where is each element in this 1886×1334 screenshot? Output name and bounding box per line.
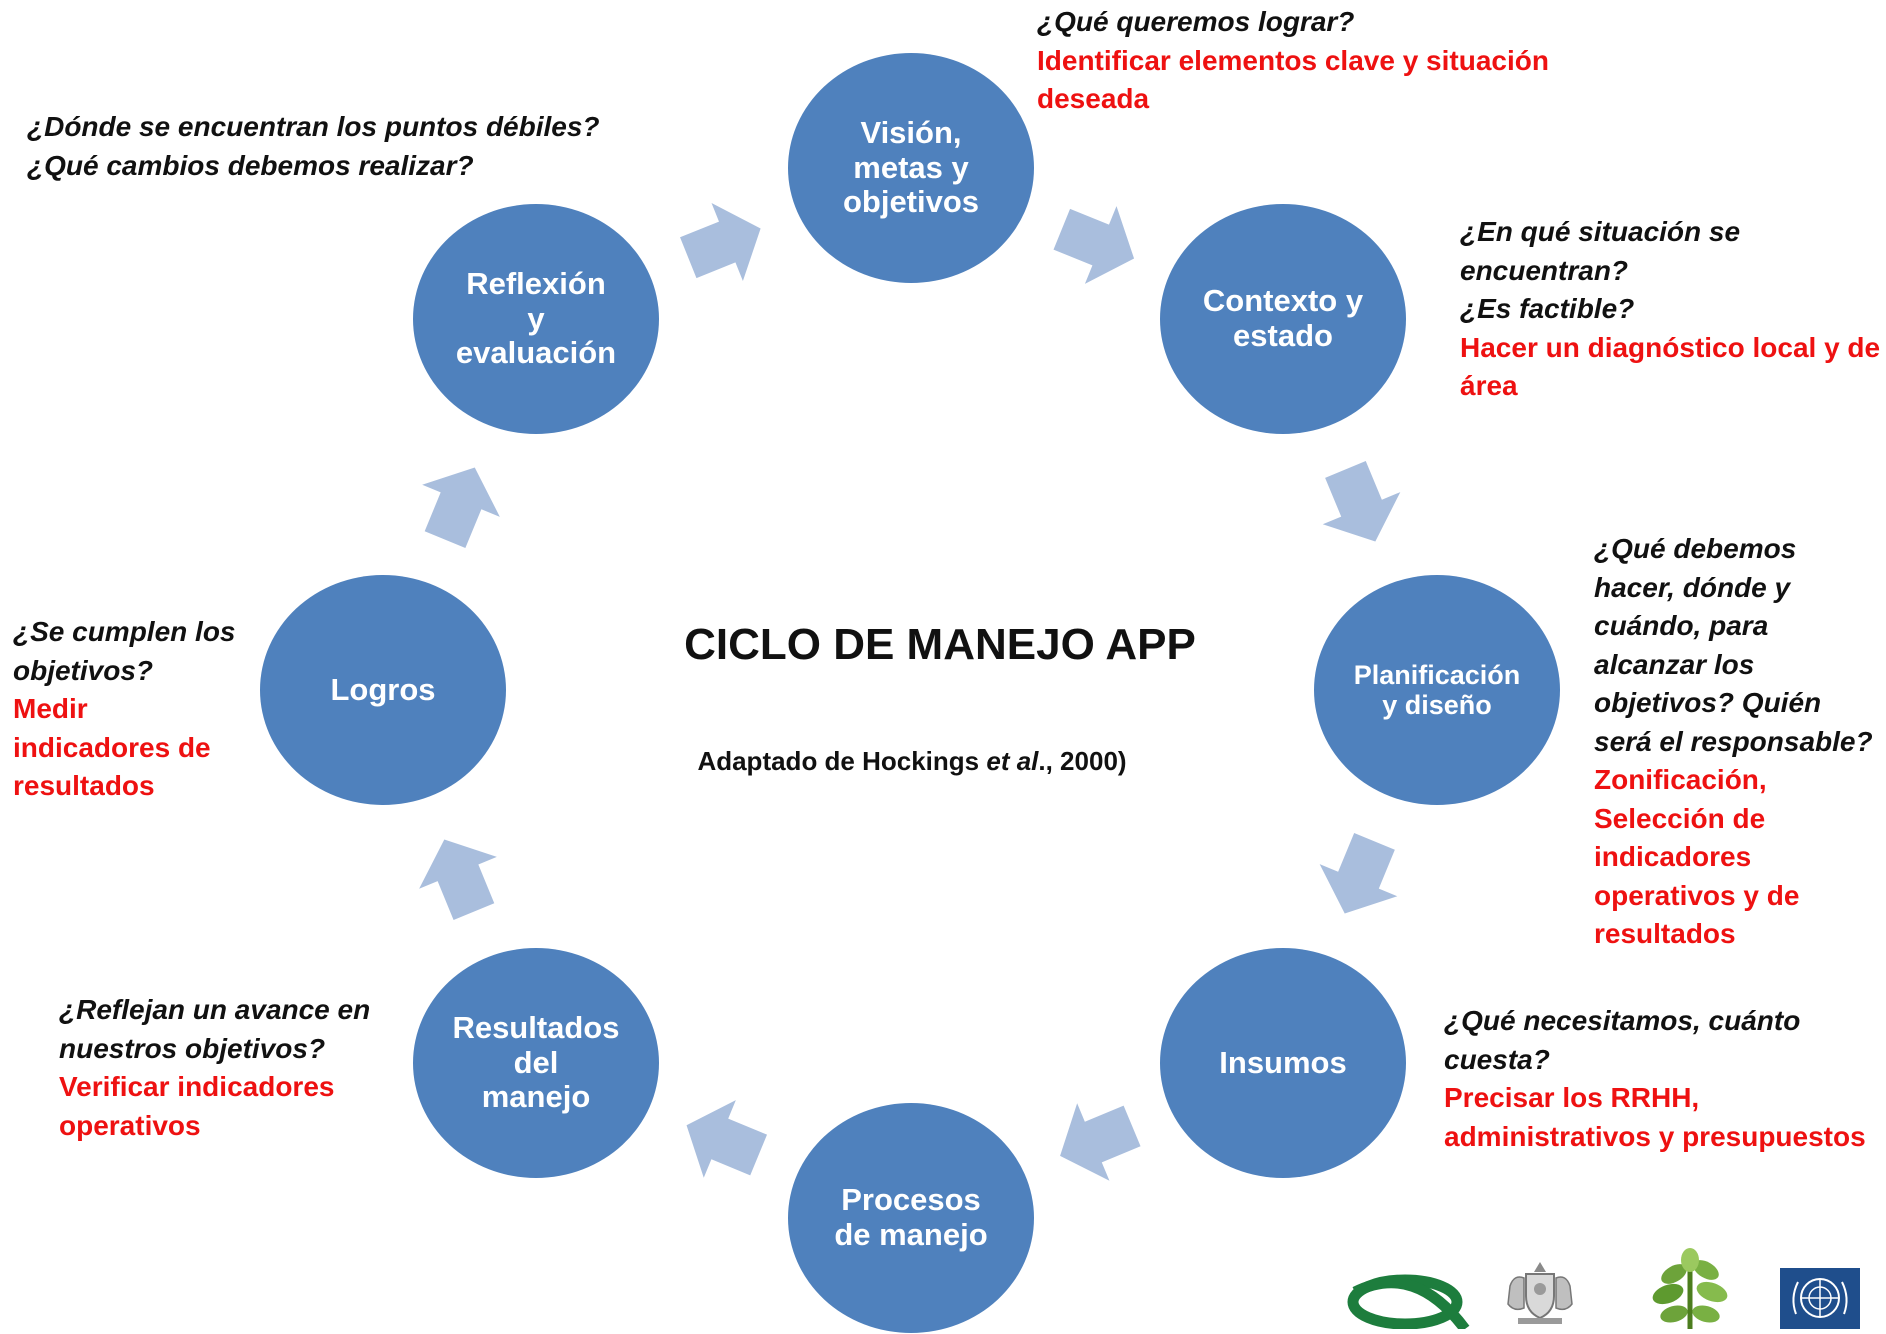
- note-insumos: ¿Qué necesitamos, cuánto cuesta? Precisa…: [1444, 1002, 1884, 1156]
- cycle-arrow-planificacion-to-insumos: [1319, 832, 1398, 914]
- note-resultados: ¿Reflejan un avance en nuestros objetivo…: [59, 991, 399, 1145]
- note-vision: ¿Qué queremos lograr? Identificar elemen…: [1037, 3, 1597, 119]
- note-question: ¿Qué queremos lograr?: [1037, 6, 1355, 37]
- cycle-arrow-logros-to-reflexion: [422, 467, 500, 549]
- note-contexto: ¿En qué situación se encuentran? ¿Es fac…: [1460, 213, 1882, 406]
- subtitle-text: Adaptado de Hockings: [697, 746, 987, 776]
- note-question: ¿Reflejan un avance en nuestros objetivo…: [59, 994, 371, 1064]
- note-answer: Precisar los RRHH, administrativos y pre…: [1444, 1082, 1866, 1152]
- node-vision: Visión, metas y objetivos: [788, 53, 1034, 283]
- green-ring-logo: [1345, 1268, 1495, 1333]
- cycle-arrow-insumos-to-procesos: [1060, 1103, 1141, 1181]
- node-insumos: Insumos: [1160, 948, 1406, 1178]
- node-logros: Logros: [260, 575, 506, 805]
- coat-of-arms-logo: [1502, 1256, 1578, 1326]
- note-question: ¿Dónde se encuentran los puntos débiles?…: [27, 111, 600, 181]
- node-label: Resultados del manejo: [452, 1009, 620, 1115]
- node-label: Visión, metas y objetivos: [842, 114, 980, 220]
- node-procesos: Procesos de manejo: [788, 1103, 1034, 1333]
- subtitle-text-end: ., 2000): [1038, 746, 1127, 776]
- node-label: Logros: [330, 671, 436, 707]
- note-answer: Verificar indicadores operativos: [59, 1071, 335, 1141]
- note-logros: ¿Se cumplen los objetivos? Medir indicad…: [13, 613, 263, 806]
- note-question: ¿Qué debemos hacer, dónde y cuándo, para…: [1594, 533, 1873, 757]
- note-answer: Hacer un diagnóstico local y de área: [1460, 331, 1881, 402]
- note-question: ¿Se cumplen los objetivos?: [13, 616, 236, 686]
- note-reflexion: ¿Dónde se encuentran los puntos débiles?…: [27, 108, 647, 185]
- subtitle-italic: et al: [986, 746, 1039, 776]
- note-answer: Identificar elementos clave y situación …: [1037, 44, 1549, 115]
- node-planificacion: Planificación y diseño: [1314, 575, 1560, 805]
- cycle-arrow-procesos-to-resultados: [686, 1100, 768, 1178]
- node-label: Insumos: [1219, 1044, 1347, 1080]
- node-label: Procesos de manejo: [834, 1182, 988, 1252]
- note-answer: Zonificación, Selección de indicadores o…: [1594, 764, 1800, 949]
- node-label: Contexto y estado: [1202, 283, 1364, 353]
- node-label: Planificación y diseño: [1353, 659, 1521, 720]
- node-label: Reflexión y evaluación: [455, 265, 617, 371]
- un-emblem-logo: [1780, 1268, 1860, 1329]
- diagram-title: CICLO DE MANEJO APP: [684, 620, 1196, 669]
- note-question: ¿Qué necesitamos, cuánto cuesta?: [1444, 1005, 1801, 1075]
- note-answer: Medir indicadores de resultados: [13, 693, 211, 801]
- cycle-arrow-reflexion-to-vision: [680, 203, 761, 281]
- cycle-arrow-resultados-to-logros: [419, 839, 497, 921]
- diagram-subtitle: Adaptado de Hockings et al., 2000): [620, 746, 1204, 777]
- node-reflexion: Reflexión y evaluación: [413, 204, 659, 434]
- cycle-arrow-vision-to-contexto: [1053, 206, 1135, 284]
- note-question: ¿En qué situación se encuentran? ¿Es fac…: [1460, 216, 1741, 324]
- node-resultados: Resultados del manejo: [413, 948, 659, 1178]
- cycle-arrow-contexto-to-planificacion: [1322, 460, 1401, 542]
- node-contexto: Contexto y estado: [1160, 204, 1406, 434]
- note-planificacion: ¿Qué debemos hacer, dónde y cuándo, para…: [1594, 530, 1884, 954]
- plant-logo: [1644, 1248, 1736, 1329]
